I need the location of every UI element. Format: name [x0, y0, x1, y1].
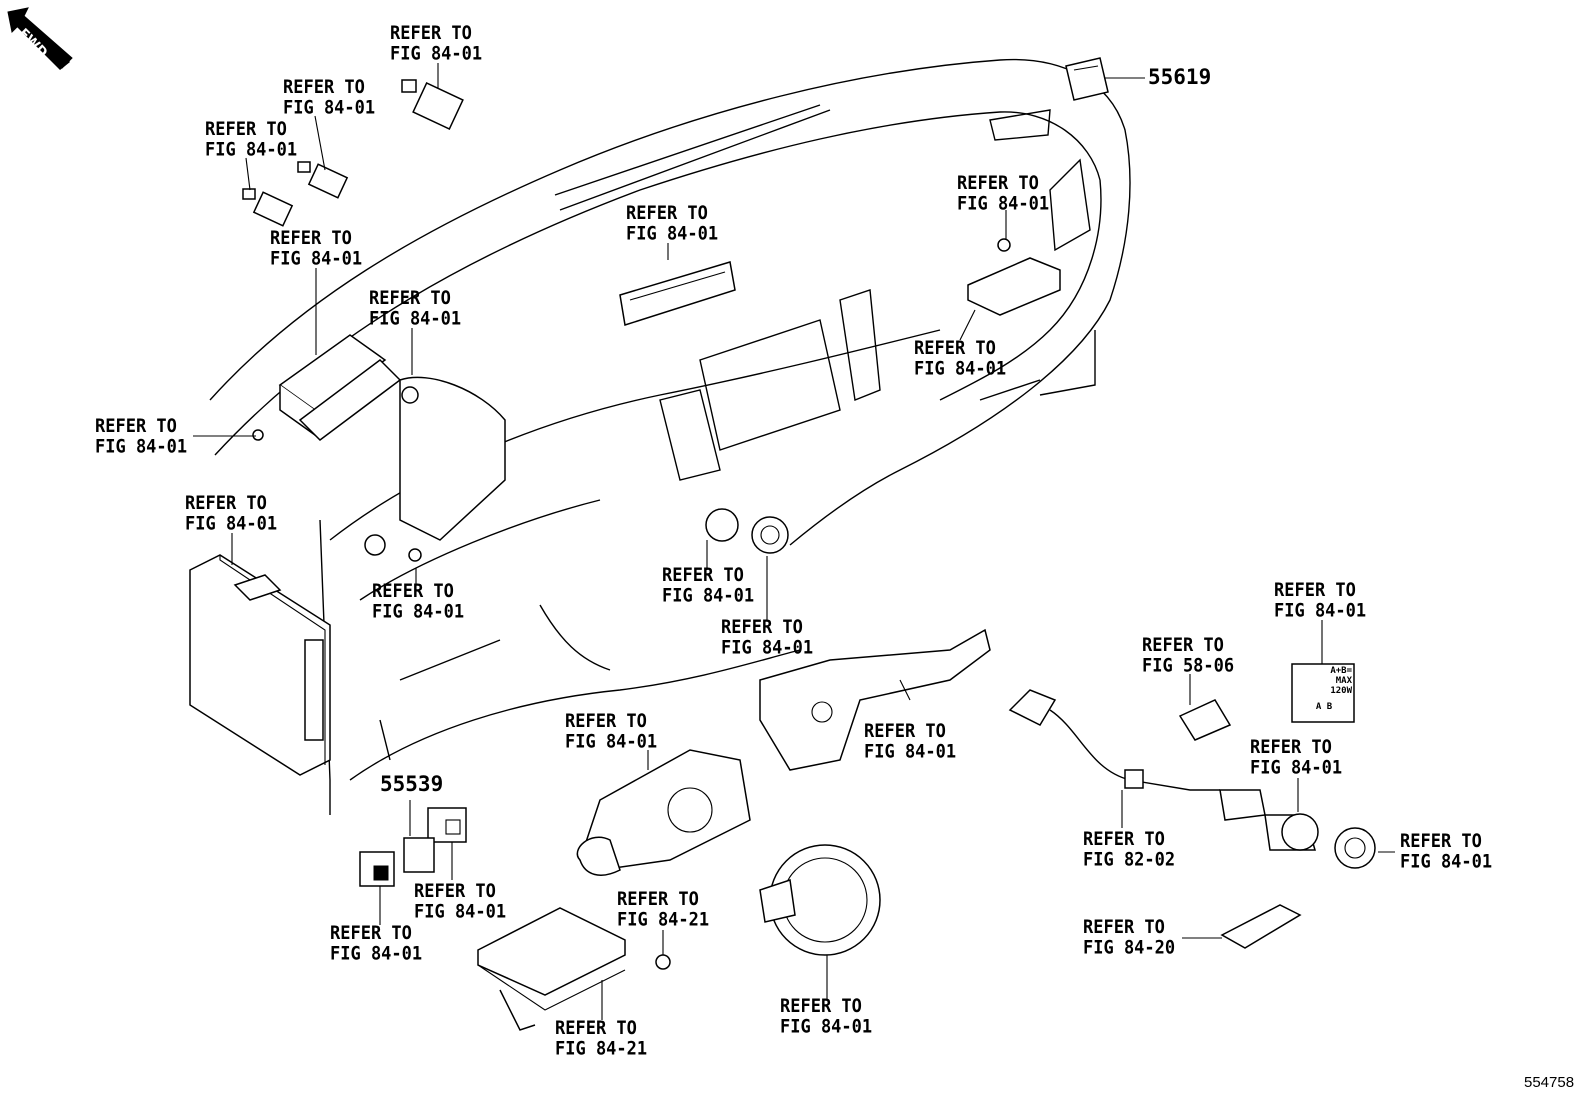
part-number-55619: 55619 — [1148, 65, 1212, 89]
control-module-left — [278, 334, 402, 441]
switch-55539-a — [427, 807, 467, 843]
leader-lines — [193, 63, 1395, 1020]
usb-harness — [1008, 689, 1266, 821]
usb-port — [1220, 904, 1302, 949]
combination-switch — [759, 628, 991, 771]
switch-55539-b — [403, 837, 435, 873]
ecu-left — [189, 554, 331, 776]
clip-55619 — [1065, 57, 1109, 101]
power-outlet-center — [705, 508, 789, 554]
dashboard-outline — [209, 58, 1131, 815]
fwd-arrow-icon — [7, 7, 73, 70]
airbag-sensor — [477, 907, 671, 1031]
spiral-cable — [759, 844, 881, 956]
clip-left — [252, 429, 264, 441]
outlet-label-text: A+B= MAX 120W A B — [1315, 666, 1352, 712]
switch-top-2 — [297, 161, 349, 199]
switch-55539-c — [359, 851, 395, 887]
center-vent-switch — [619, 261, 736, 326]
usb-cover — [1178, 699, 1232, 741]
part-number-55539: 55539 — [380, 772, 444, 796]
outlet-label-plate — [1291, 663, 1355, 723]
power-outlet-right — [1264, 813, 1376, 869]
bracket-center — [364, 376, 506, 562]
drawing-number: 554758 — [1524, 1074, 1575, 1091]
switch-top-3 — [242, 188, 294, 227]
steering-column-lock — [576, 749, 751, 876]
switch-top-1 — [401, 79, 464, 130]
module-right — [967, 238, 1061, 316]
